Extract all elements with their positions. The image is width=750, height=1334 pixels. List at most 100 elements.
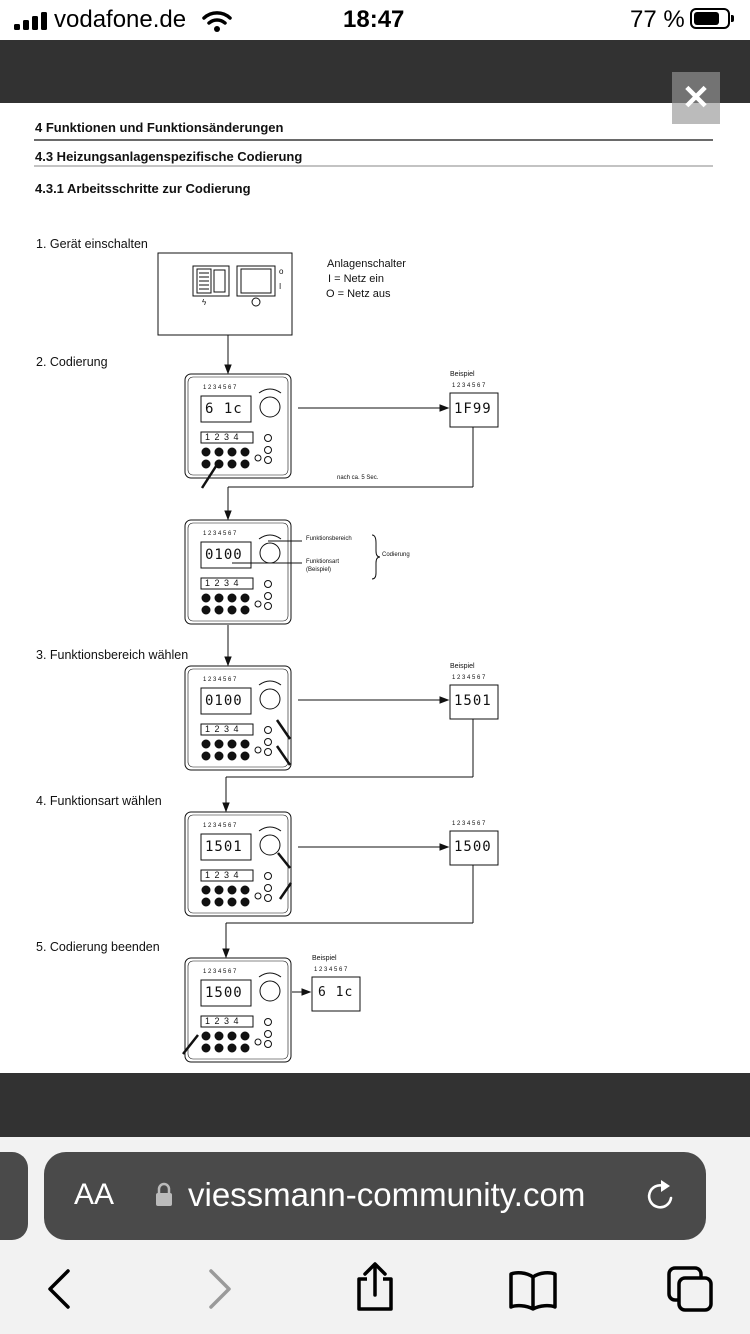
display-value: 6 1c: [205, 401, 243, 417]
control-dot: [227, 885, 237, 895]
control-dot: [240, 605, 250, 615]
control-dot: [214, 593, 224, 603]
rotary-knob: [259, 396, 281, 418]
button-row: [200, 869, 254, 882]
control-dot: [201, 1043, 211, 1053]
control-dot: [227, 751, 237, 761]
ok-button: [264, 1040, 272, 1048]
panel-digit-row: 1 2 3 4 5 6 7: [203, 677, 237, 683]
close-viewer-button[interactable]: ✕: [672, 72, 720, 124]
control-dot: [214, 897, 224, 907]
forward-icon[interactable]: [205, 1267, 235, 1311]
plus-button: [264, 1018, 272, 1026]
control-dot: [240, 885, 250, 895]
chapter-heading: 4 Funktionen und Funktionsänderungen: [35, 120, 284, 135]
plus-button: [264, 872, 272, 880]
diagram-drawing: o I ϟ: [34, 139, 713, 1063]
example-label: Beispiel: [450, 371, 475, 378]
control-dot: [201, 751, 211, 761]
control-dot: [227, 605, 237, 615]
svg-text:o: o: [279, 267, 284, 276]
rotary-knob: [259, 834, 281, 856]
display-value: 1500: [205, 985, 243, 1001]
cellular-signal-icon: [14, 12, 48, 30]
ok-button: [264, 456, 272, 464]
battery-percentage: 77 %: [630, 6, 685, 33]
section-heading: 4.3 Heizungsanlagenspezifische Codierung: [35, 149, 303, 164]
clock-button: [254, 1038, 262, 1046]
clock-button: [254, 746, 262, 754]
control-dot: [240, 447, 250, 457]
tabs-icon[interactable]: [666, 1265, 716, 1315]
step-label-5: 5. Codierung beenden: [36, 940, 160, 954]
example-label: Beispiel: [450, 663, 475, 670]
controller-panel: [184, 811, 292, 917]
ok-button: [264, 748, 272, 756]
control-dot: [240, 593, 250, 603]
control-dot: [240, 897, 250, 907]
mode-button: [264, 1030, 272, 1038]
plus-button: [264, 580, 272, 588]
control-dot: [214, 751, 224, 761]
control-dot: [201, 459, 211, 469]
lock-icon: [156, 1182, 172, 1206]
browser-toolbar: AA viessmann-community.com: [0, 1137, 750, 1334]
control-dot: [227, 739, 237, 749]
display-value: 0100: [205, 693, 243, 709]
lcd-display: [200, 541, 252, 569]
panel-digit-row: 1 2 3 4 5 6 7: [203, 531, 237, 537]
control-dot: [227, 447, 237, 457]
display-value: 1501: [205, 839, 243, 855]
panel-button-labels: 1 2 3 4: [205, 724, 240, 734]
controller-panel: [184, 519, 292, 625]
carrier-name: vodafone.de: [54, 6, 187, 33]
control-dot: [214, 605, 224, 615]
mode-button: [264, 738, 272, 746]
step-label-1: 1. Gerät einschalten: [36, 237, 148, 251]
digit-row: 1 2 3 4 5 6 7: [314, 967, 348, 973]
panel-digit-row: 1 2 3 4 5 6 7: [203, 823, 237, 829]
svg-text:I: I: [279, 282, 281, 291]
clock-button: [254, 892, 262, 900]
ok-button: [264, 602, 272, 610]
control-dot: [227, 1043, 237, 1053]
clock: 18:47: [343, 6, 405, 33]
mode-button: [264, 592, 272, 600]
bookmarks-icon[interactable]: [508, 1269, 558, 1311]
display-value: 0100: [205, 547, 243, 563]
step-label-4: 4. Funktionsart wählen: [36, 794, 162, 808]
control-dot: [214, 739, 224, 749]
control-dot: [240, 1031, 250, 1041]
control-dot: [201, 593, 211, 603]
controller-panel: [184, 665, 292, 771]
switch-legend-on: I = Netz ein: [328, 273, 384, 285]
share-icon[interactable]: [352, 1261, 398, 1313]
step-label-3: 3. Funktionsbereich wählen: [36, 648, 189, 662]
panel-button-labels: 1 2 3 4: [205, 432, 240, 442]
previous-tab[interactable]: [0, 1152, 28, 1240]
control-dot: [227, 897, 237, 907]
image-viewer-bottom-bar: [0, 1073, 750, 1137]
rotary-knob: [259, 980, 281, 1002]
mode-button: [264, 446, 272, 454]
digit-row: 1 2 3 4 5 6 7: [452, 821, 486, 827]
control-dot: [201, 605, 211, 615]
control-dot: [240, 459, 250, 469]
control-dot: [201, 1031, 211, 1041]
text-size-button[interactable]: AA: [74, 1178, 115, 1211]
image-viewer-top-bar: [0, 40, 750, 103]
control-dot: [227, 459, 237, 469]
control-dot: [240, 739, 250, 749]
rotary-knob: [259, 542, 281, 564]
panel-digit-row: 1 2 3 4 5 6 7: [203, 385, 237, 391]
button-row: [200, 431, 254, 444]
lcd-display: [200, 687, 252, 715]
mode-button: [264, 884, 272, 892]
back-icon[interactable]: [44, 1267, 74, 1311]
address-bar[interactable]: AA viessmann-community.com: [44, 1152, 706, 1240]
panel-button-labels: 1 2 3 4: [205, 1016, 240, 1026]
plus-button: [264, 434, 272, 442]
digit-row: 1 2 3 4 5 6 7: [452, 383, 486, 389]
display-value: 1501: [454, 693, 492, 709]
reload-icon[interactable]: [644, 1178, 678, 1214]
